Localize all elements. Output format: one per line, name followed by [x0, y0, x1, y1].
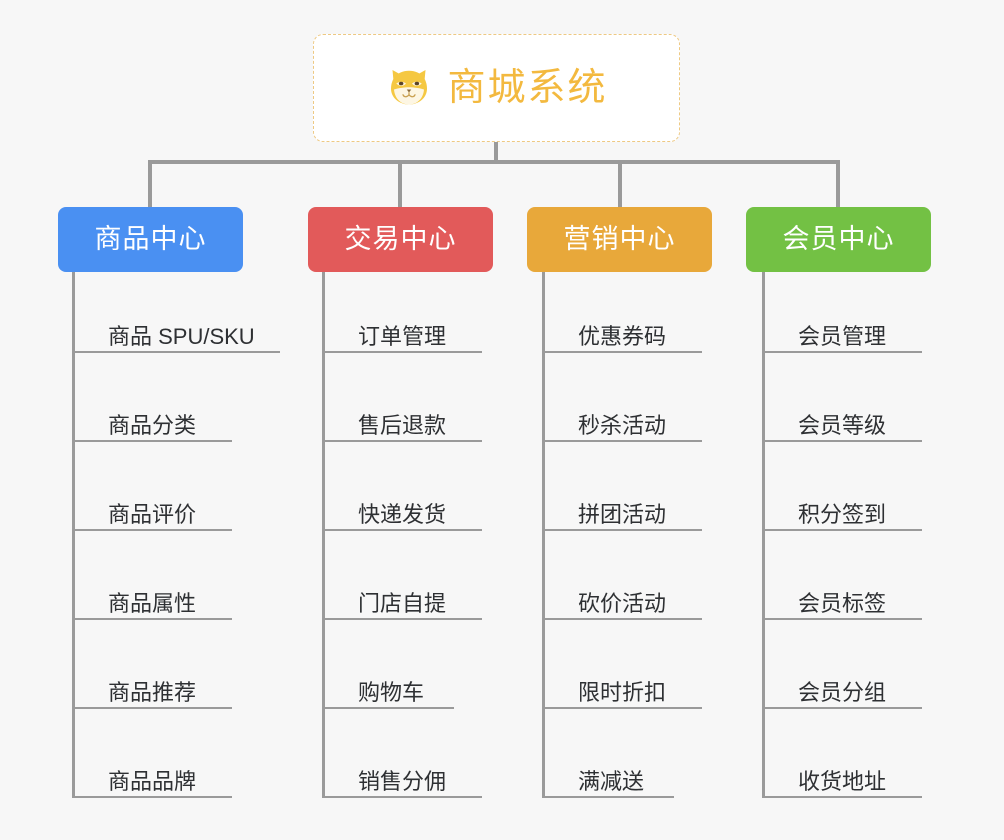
leaf-item-label: 商品分类: [108, 412, 197, 438]
leaf-item-label: 积分签到: [798, 501, 887, 527]
leaf-item[interactable]: 快递发货: [322, 487, 482, 531]
leaf-item[interactable]: 售后退款: [322, 398, 482, 442]
leaf-item[interactable]: 优惠券码: [542, 309, 702, 353]
connector-horizontal-bus: [148, 160, 840, 164]
category-box-4[interactable]: 会员中心: [746, 207, 931, 272]
leaf-item[interactable]: 会员标签: [762, 576, 922, 620]
leaf-item[interactable]: 拼团活动: [542, 487, 702, 531]
leaf-spine: [542, 272, 545, 798]
leaf-item-label: 收货地址: [798, 768, 887, 794]
leaf-item[interactable]: 商品推荐: [72, 665, 232, 709]
leaf-item-label: 优惠券码: [578, 323, 667, 349]
connector-drop-1: [148, 160, 152, 207]
category-label: 交易中心: [344, 224, 457, 254]
leaf-item[interactable]: 秒杀活动: [542, 398, 702, 442]
leaf-item-label: 砍价活动: [578, 590, 667, 616]
leaf-item-label: 拼团活动: [578, 501, 667, 527]
leaf-item-label: 快递发货: [358, 501, 447, 527]
leaf-item[interactable]: 砍价活动: [542, 576, 702, 620]
connector-root-stem: [494, 142, 498, 164]
leaf-item-label: 门店自提: [358, 590, 447, 616]
category-label: 会员中心: [782, 224, 895, 254]
category-box-3[interactable]: 营销中心: [527, 207, 712, 272]
leaf-item[interactable]: 销售分佣: [322, 754, 482, 798]
leaf-item-label: 会员分组: [798, 679, 887, 705]
connector-drop-3: [618, 160, 622, 207]
root-node-label: 商城系统: [447, 67, 608, 109]
leaf-item-label: 销售分佣: [358, 768, 447, 794]
leaf-item[interactable]: 商品 SPU/SKU: [72, 309, 280, 353]
leaf-item[interactable]: 积分签到: [762, 487, 922, 531]
leaf-item-label: 会员管理: [798, 323, 887, 349]
leaf-item[interactable]: 限时折扣: [542, 665, 702, 709]
leaf-item[interactable]: 满减送: [542, 754, 674, 798]
leaf-item-label: 满减送: [578, 768, 645, 794]
leaf-item-label: 售后退款: [358, 412, 447, 438]
leaf-item[interactable]: 商品评价: [72, 487, 232, 531]
leaf-item-label: 会员标签: [798, 590, 887, 616]
leaf-item-label: 商品 SPU/SKU: [108, 323, 255, 349]
leaf-item[interactable]: 购物车: [322, 665, 454, 709]
connector-drop-2: [398, 160, 402, 207]
leaf-item[interactable]: 门店自提: [322, 576, 482, 620]
leaf-item[interactable]: 商品分类: [72, 398, 232, 442]
leaf-item[interactable]: 会员分组: [762, 665, 922, 709]
category-label: 营销中心: [563, 224, 676, 254]
root-node-mall-system[interactable]: 商城系统: [313, 34, 680, 142]
leaf-spine: [762, 272, 765, 798]
category-label: 商品中心: [94, 224, 207, 254]
leaf-item[interactable]: 商品属性: [72, 576, 232, 620]
connector-drop-4: [836, 160, 840, 207]
leaf-item[interactable]: 订单管理: [322, 309, 482, 353]
leaf-item-label: 商品推荐: [108, 679, 197, 705]
leaf-spine: [72, 272, 75, 798]
leaf-item[interactable]: 会员管理: [762, 309, 922, 353]
leaf-item[interactable]: 会员等级: [762, 398, 922, 442]
leaf-item-label: 购物车: [358, 679, 425, 705]
leaf-item-label: 订单管理: [358, 323, 447, 349]
category-box-2[interactable]: 交易中心: [308, 207, 493, 272]
leaf-item-label: 限时折扣: [578, 679, 667, 705]
leaf-item-label: 商品品牌: [108, 768, 197, 794]
leaf-spine: [322, 272, 325, 798]
leaf-item[interactable]: 商品品牌: [72, 754, 232, 798]
leaf-item[interactable]: 收货地址: [762, 754, 922, 798]
leaf-item-label: 商品评价: [108, 501, 197, 527]
leaf-item-label: 商品属性: [108, 590, 197, 616]
category-box-1[interactable]: 商品中心: [58, 207, 243, 272]
shiba-dog-face-icon: [391, 70, 428, 105]
leaf-item-label: 会员等级: [798, 412, 887, 438]
leaf-item-label: 秒杀活动: [578, 412, 667, 438]
